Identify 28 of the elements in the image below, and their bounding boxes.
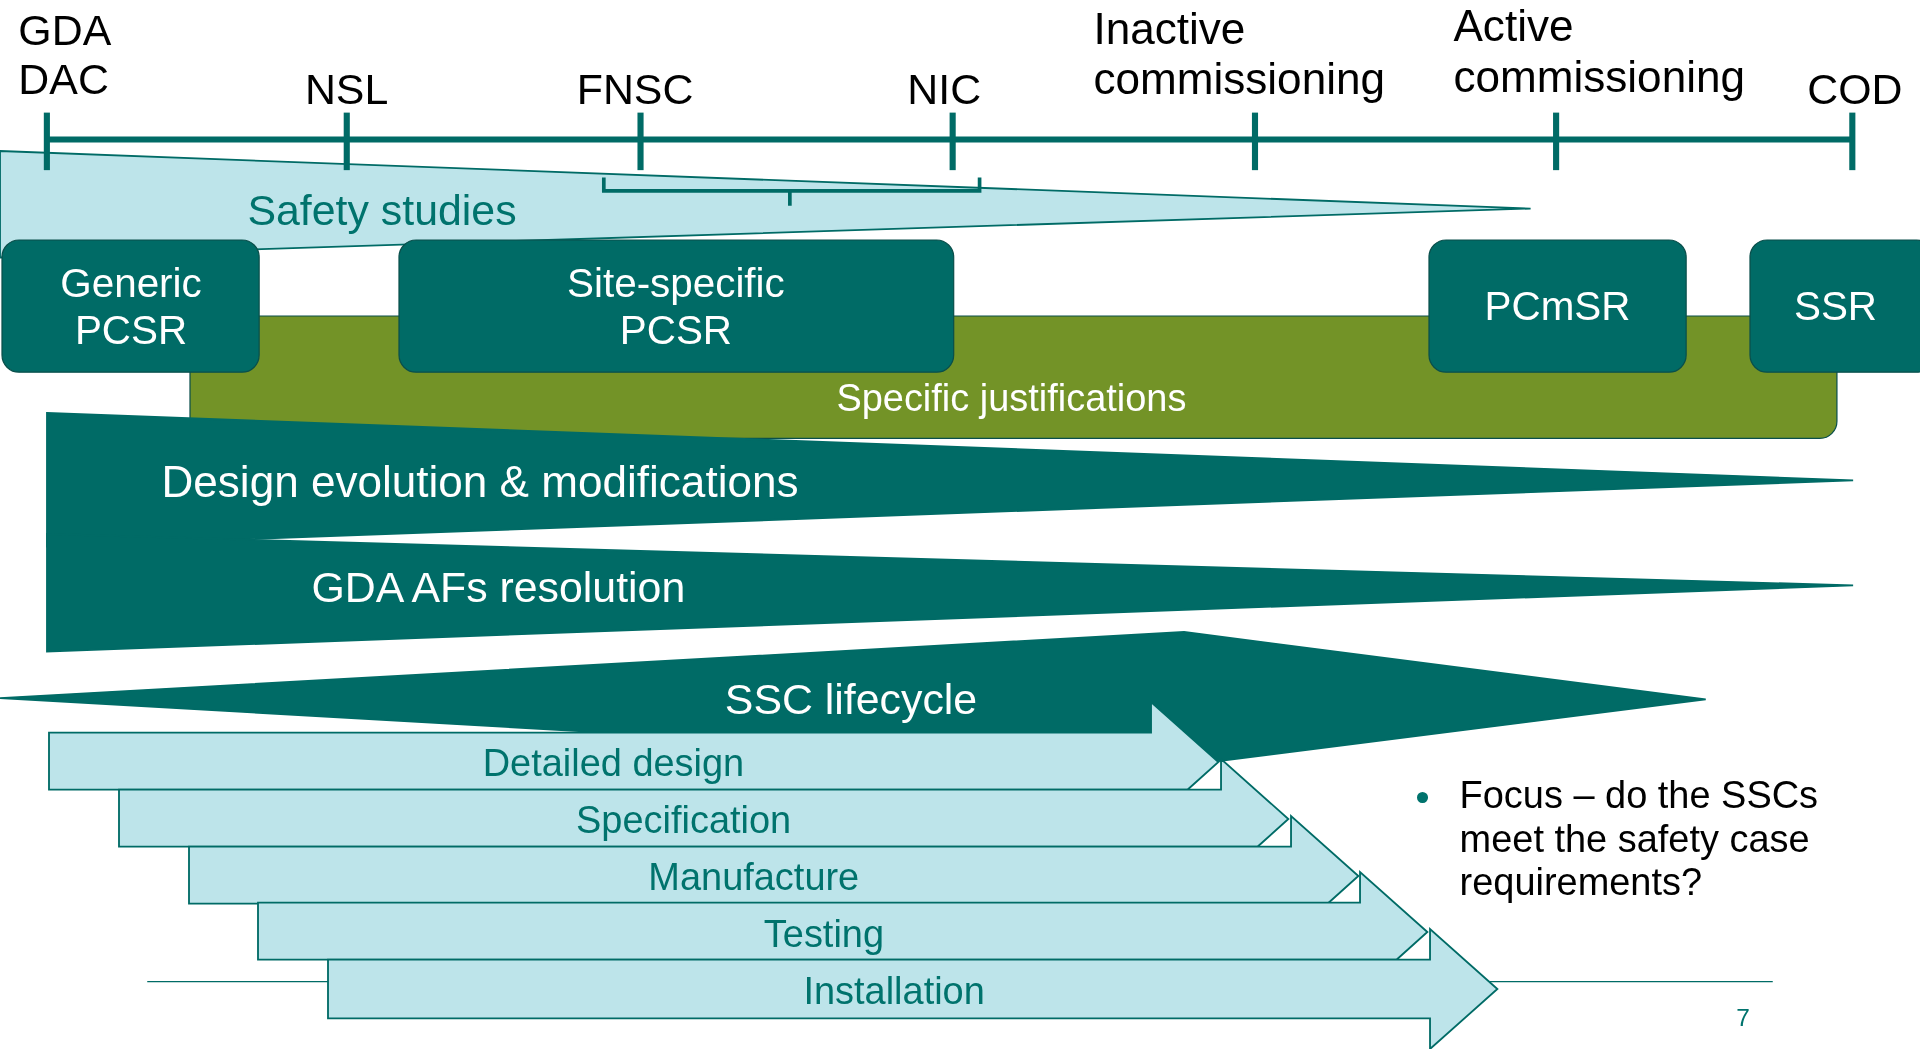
milestone-label: NSL [304, 64, 389, 115]
node-label: Safety studies [247, 185, 517, 236]
node-label: Manufacture [648, 856, 860, 900]
node-label: Detailed design [482, 742, 745, 786]
note-text: Focus – do the SSCs meet the safety case requirements? [1459, 773, 1820, 905]
milestone-label: NIC [907, 64, 982, 115]
node-label: SSC lifecycle [724, 675, 978, 726]
report-box [1428, 240, 1687, 373]
node-label: PCmSR [1484, 282, 1631, 330]
milestone-label: Inactive commissioning [1093, 3, 1386, 106]
node-label: Design evolution & modifications [161, 457, 799, 508]
report-box [2, 240, 260, 373]
milestone-label: COD [1807, 64, 1903, 115]
node-label: Specific justifications [836, 377, 1187, 421]
report-box [1749, 240, 1920, 373]
node-label: Installation [803, 970, 985, 1014]
node-label: Specification [576, 799, 792, 843]
milestone-label: FNSC [576, 64, 694, 115]
report-box [399, 240, 954, 373]
milestone-label: Active commissioning [1453, 1, 1746, 103]
node-label: Generic PCSR [59, 259, 203, 353]
page-number: 7 [1736, 1004, 1750, 1033]
node-label: GDA AFs resolution [311, 563, 686, 613]
milestone-label: GDA DAC [18, 6, 111, 105]
tapering-wedge [46, 533, 1853, 652]
node-label: Testing [763, 913, 885, 957]
node-label: SSR [1793, 282, 1877, 330]
node-label: Site-specific PCSR [566, 259, 786, 353]
